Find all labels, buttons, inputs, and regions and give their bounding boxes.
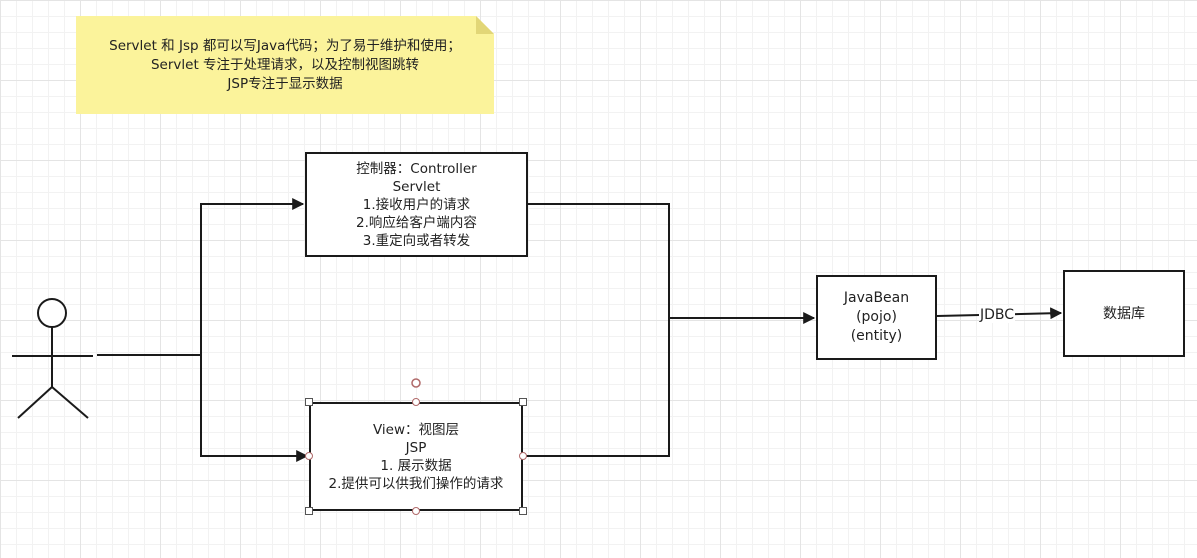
controller-title: 控制器：Controller <box>356 160 477 177</box>
actor-icon <box>12 298 93 419</box>
controller-item-1: 1.接收用户的请求 <box>362 196 471 213</box>
rotate-handle[interactable] <box>411 378 421 388</box>
note-line-3: JSP专注于显示数据 <box>227 75 343 92</box>
sticky-note[interactable]: Servlet 和 Jsp 都可以写Java代码；为了易于维护和使用； Serv… <box>76 16 494 114</box>
javabean-entity: (entity) <box>850 328 903 344</box>
jdbc-label: JDBC <box>979 307 1016 323</box>
connection-point-left[interactable] <box>305 452 313 460</box>
database-box[interactable]: 数据库 <box>1063 270 1185 357</box>
resize-handle-bottom-left[interactable] <box>305 507 313 515</box>
view-item-1: 1. 展示数据 <box>380 457 452 474</box>
actor-to-view-arrow <box>200 355 309 462</box>
resize-handle-bottom-right[interactable] <box>519 507 527 515</box>
javabean-pojo: (pojo) <box>856 309 897 325</box>
controller-subtitle: Servlet <box>392 178 441 195</box>
view-item-2: 2.提供可以供我们操作的请求 <box>328 475 504 492</box>
actor-to-controller-arrow <box>97 198 305 356</box>
resize-handle-top-right[interactable] <box>519 398 527 406</box>
connection-point-bottom[interactable] <box>412 507 420 515</box>
resize-handle-top-left[interactable] <box>305 398 313 406</box>
connection-point-top[interactable] <box>412 398 420 406</box>
controller-to-javabean-line <box>528 203 670 318</box>
controller-box[interactable]: 控制器：Controller Servlet 1.接收用户的请求 2.响应给客户… <box>305 152 528 257</box>
view-subtitle: JSP <box>405 439 427 456</box>
controller-item-3: 3.重定向或者转发 <box>362 232 471 249</box>
controller-item-2: 2.响应给客户端内容 <box>356 214 477 231</box>
view-box[interactable]: View：视图层 JSP 1. 展示数据 2.提供可以供我们操作的请求 <box>309 402 523 511</box>
view-title: View：视图层 <box>372 421 460 438</box>
database-label: 数据库 <box>1103 305 1145 322</box>
view-to-javabean-line <box>523 318 670 457</box>
javabean-box[interactable]: JavaBean (pojo) (entity) <box>816 275 937 360</box>
note-line-2: Servlet 专注于处理请求，以及控制视图跳转 <box>150 56 420 73</box>
connection-point-right[interactable] <box>519 452 527 460</box>
javabean-title: JavaBean <box>843 290 910 306</box>
note-line-1: Servlet 和 Jsp 都可以写Java代码；为了易于维护和使用； <box>109 37 461 54</box>
